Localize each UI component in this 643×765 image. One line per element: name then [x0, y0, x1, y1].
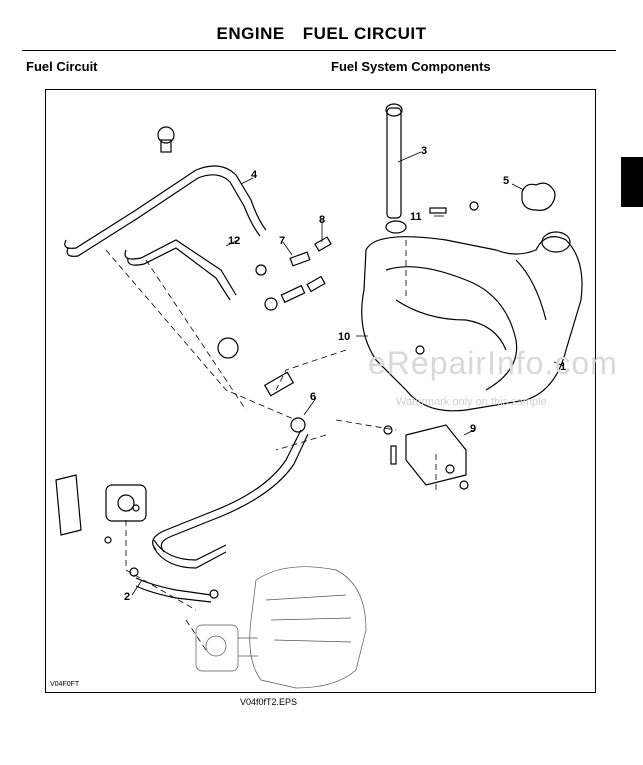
page-title: ENGINE FUEL CIRCUIT: [0, 24, 643, 44]
fuel-tank: [361, 236, 583, 412]
assembly-lines: [105, 240, 437, 651]
callout-11: 11: [410, 211, 422, 223]
thumb-tab-marker: [621, 157, 643, 207]
fuel-cap: [521, 182, 556, 211]
page-title-fuel-circuit: FUEL CIRCUIT: [302, 24, 427, 43]
callout-12: 12: [228, 235, 240, 247]
fuel-system-diagram: 3 4 5 7 8 12 11 10 1 9 6 2 eRepairInfo.c…: [45, 89, 617, 693]
callout-9: 9: [470, 423, 476, 435]
watermark-main: eRepairInfo.com: [368, 345, 618, 381]
tank-neck: [541, 231, 571, 253]
tank-bracket: [405, 424, 467, 486]
figure-code: V04F0FT: [50, 681, 80, 688]
callout-6: 6: [310, 391, 316, 403]
engine-outline: [195, 566, 367, 689]
figure-file-caption: V04f0fT2.EPS: [240, 697, 298, 707]
fuel-pump-bracket: [55, 474, 82, 536]
callout-4: 4: [251, 169, 258, 181]
fuel-pump: [105, 484, 147, 522]
exploded-view-drawing: 3 4 5 7 8 12 11 10 1 9 6 2: [55, 103, 583, 689]
callout-7: 7: [279, 235, 285, 247]
fuel-hose-4: [64, 165, 267, 249]
callout-1: 1: [560, 361, 566, 373]
callout-10: 10: [338, 331, 350, 343]
page-title-engine: ENGINE: [216, 24, 285, 43]
callout-8: 8: [319, 214, 325, 226]
callout-5: 5: [503, 175, 509, 187]
header-rule: [22, 50, 616, 51]
fuel-filter-tube: [386, 107, 402, 219]
fuel-hose-2: [135, 577, 212, 596]
shutoff-valve: [217, 337, 239, 359]
section-heading-components: Fuel System Components: [331, 59, 491, 74]
fuel-line-6: [152, 429, 302, 551]
callout-leaders: [131, 151, 565, 596]
section-heading-fuel-circuit: Fuel Circuit: [26, 59, 98, 74]
callout-2: 2: [124, 591, 130, 603]
fuel-hose-12: [124, 239, 237, 296]
watermark-sub: Watermark only on this sample: [396, 396, 547, 408]
carburetor: [195, 624, 239, 672]
callout-3: 3: [421, 145, 427, 157]
